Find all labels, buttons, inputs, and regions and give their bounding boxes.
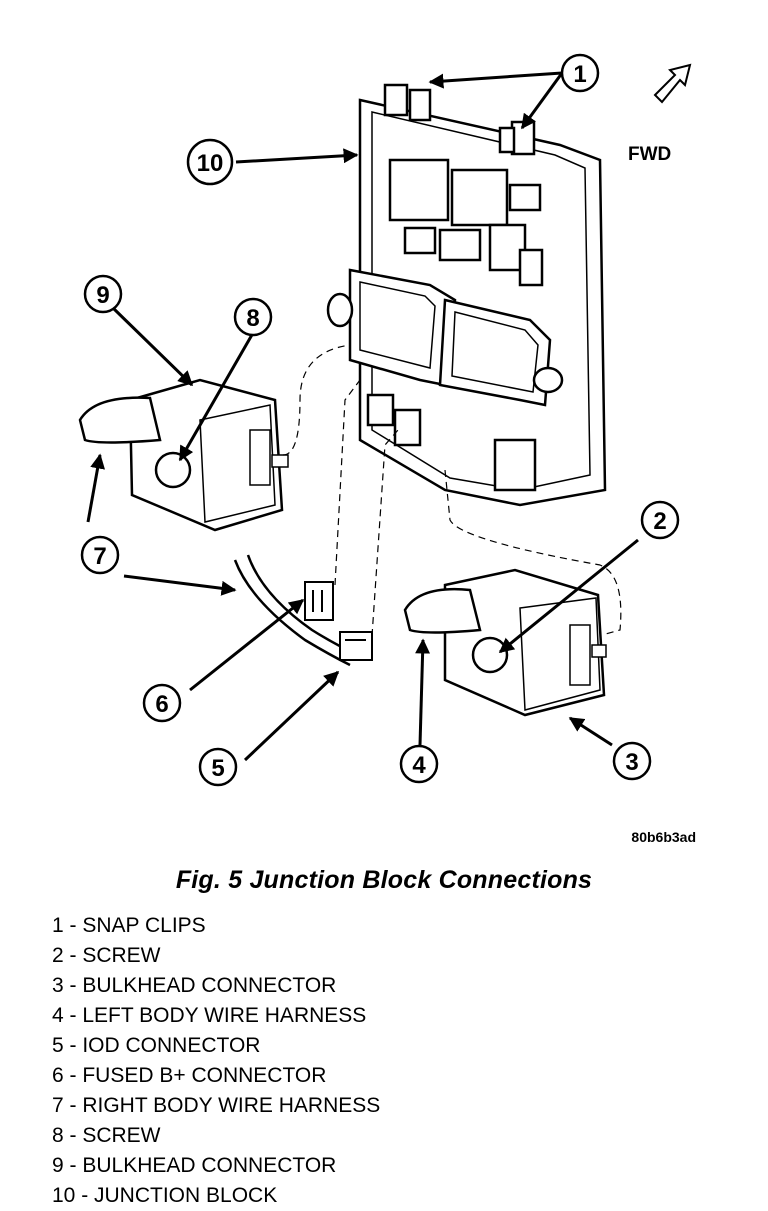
callout-label-5: 5: [211, 755, 224, 782]
junction-block-illustration: FWD: [78, 53, 696, 845]
legend-item: 2 - SCREW: [52, 944, 161, 967]
legend-item: 6 - FUSED B+ CONNECTOR: [52, 1064, 327, 1087]
callout-10: [186, 138, 234, 186]
legend-item: 10 - JUNCTION BLOCK: [52, 1184, 278, 1207]
callout-6: [142, 683, 182, 723]
legend-item: 9 - BULKHEAD CONNECTOR: [52, 1154, 337, 1177]
bulkhead-connector-right: [403, 568, 607, 717]
junction-block: [326, 83, 607, 507]
legend-list: 1 - SNAP CLIPS 2 - SCREW 3 - BULKHEAD CO…: [52, 911, 380, 1211]
callout-label-10: 10: [197, 150, 224, 177]
legend-item: 1 - SNAP CLIPS: [52, 914, 206, 937]
iod-connector: [339, 631, 373, 661]
legend-item: 5 - IOD CONNECTOR: [52, 1034, 261, 1057]
callout-9: [83, 274, 123, 314]
callout-1: [560, 53, 600, 93]
callout-label-9: 9: [96, 282, 109, 309]
legend-item: 8 - SCREW: [52, 1124, 161, 1147]
callout-label-1: 1: [573, 61, 586, 88]
fused-b-plus-connector: [304, 581, 334, 621]
callout-label-2: 2: [653, 508, 666, 535]
callout-4: [399, 744, 439, 784]
legend-item: 4 - LEFT BODY WIRE HARNESS: [52, 1004, 367, 1027]
leader-lines: [86, 71, 639, 762]
legend-item: 3 - BULKHEAD CONNECTOR: [52, 974, 337, 997]
callout-3: [612, 741, 652, 781]
callout-label-4: 4: [412, 752, 426, 779]
fwd-arrow-icon: [653, 63, 692, 104]
bulkhead-connector-left: [78, 378, 289, 532]
callout-label-3: 3: [625, 749, 638, 776]
fwd-label: FWD: [628, 144, 671, 165]
legend-item: 7 - RIGHT BODY WIRE HARNESS: [52, 1094, 381, 1117]
callout-5: [198, 747, 238, 787]
callout-label-8: 8: [246, 305, 259, 332]
connection-paths: [282, 344, 622, 637]
callout-2: [640, 500, 680, 540]
callout-7: [80, 535, 120, 575]
callout-8: [233, 297, 273, 337]
callout-label-7: 7: [93, 543, 106, 570]
callout-label-6: 6: [155, 691, 168, 718]
image-code: 80b6b3ad: [631, 829, 696, 845]
figure-caption: Fig. 5 Junction Block Connections: [175, 866, 593, 894]
